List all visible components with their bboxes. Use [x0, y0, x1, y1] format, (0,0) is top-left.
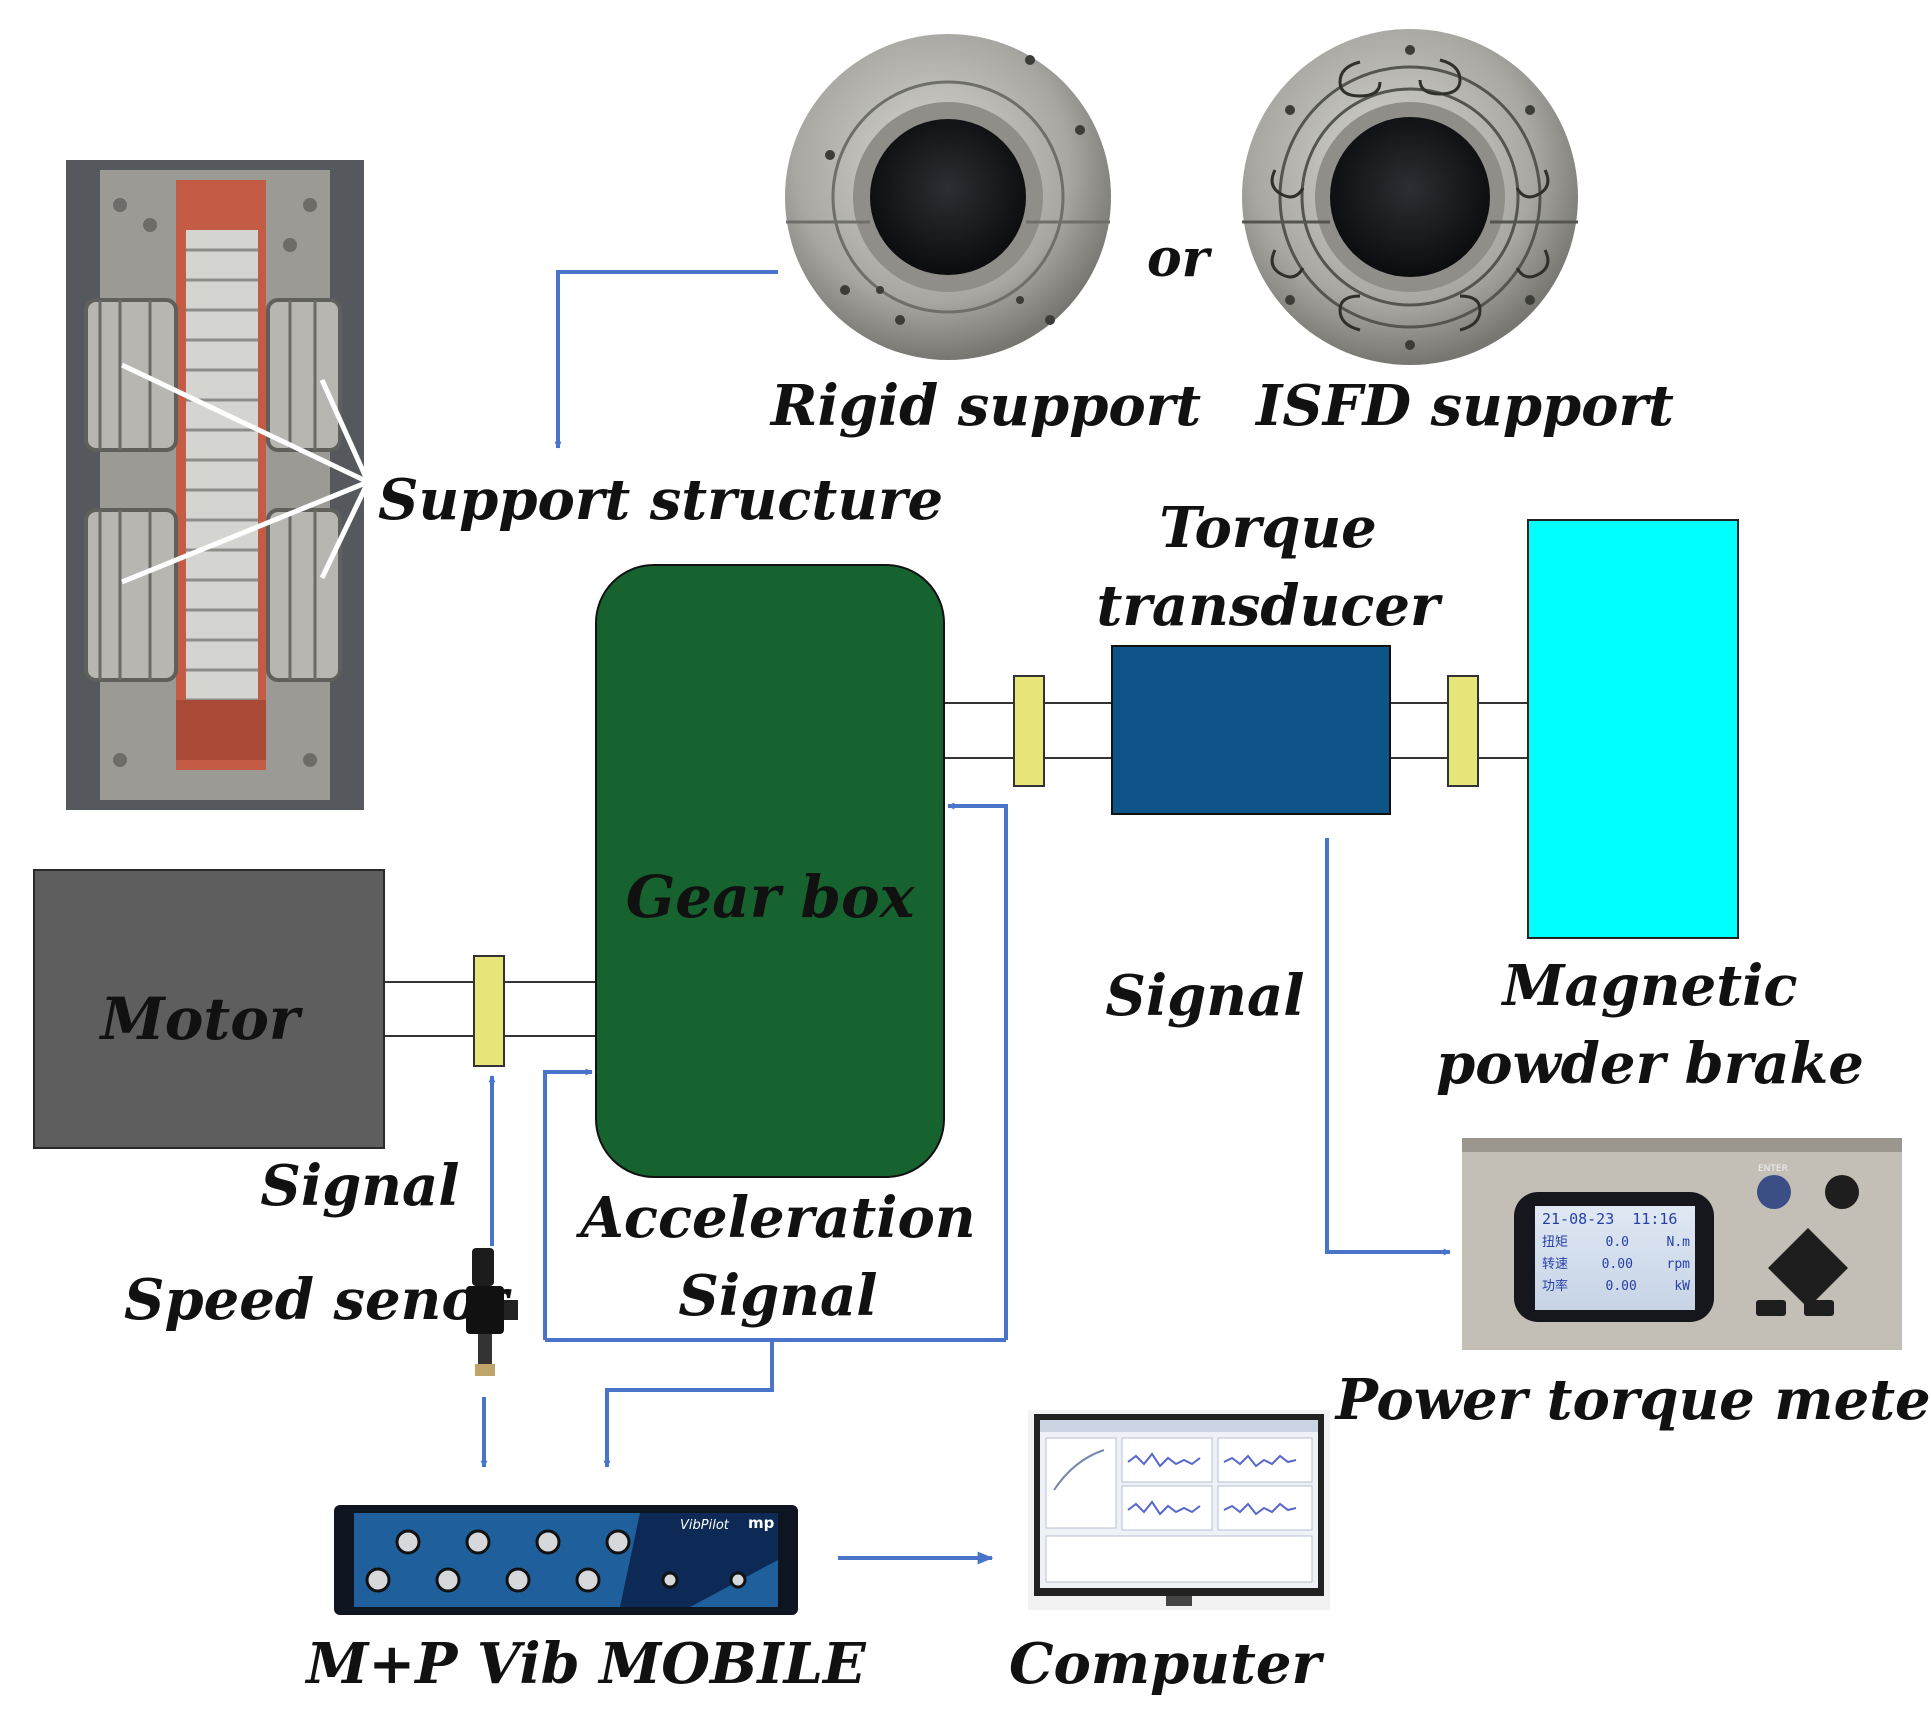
torque-transducer-block [1111, 645, 1391, 815]
speed-sensor-label: Speed senor [124, 1267, 509, 1333]
meter-row-power-unit: kW [1674, 1279, 1690, 1294]
acceleration-signal-label-line2: Signal [678, 1263, 878, 1329]
isfd-support-label: ISFD support [1256, 373, 1674, 439]
support-pointer-lines [120, 362, 371, 585]
magnetic-brake-label-line2: powder brake [1436, 1031, 1864, 1097]
gearbox-photo [66, 160, 371, 810]
torque-transducer-label-line2: transducer [1096, 573, 1440, 639]
computer-label: Computer [1008, 1631, 1322, 1697]
computer-photo [1028, 1410, 1330, 1610]
gear-box-label: Gear box [625, 863, 915, 931]
power-torque-meter-label: Power torque meter [1335, 1367, 1931, 1433]
meter-row-speed-unit: rpm [1666, 1257, 1690, 1272]
meter-row-torque-unit: N.m [1666, 1235, 1690, 1250]
daq-label: M+P Vib MOBILE [306, 1631, 866, 1697]
coupling-brake [1447, 675, 1479, 787]
magnetic-brake-block [1527, 519, 1739, 939]
magnetic-brake-label-line1: Magnetic [1502, 953, 1798, 1019]
daq-logo: mp [748, 1514, 775, 1532]
meter-row-torque-value: 0.0 [1605, 1235, 1629, 1250]
daq-device-photo [334, 1505, 798, 1615]
meter-row-power: 功率 0.00 kW [1542, 1276, 1690, 1298]
meter-datetime: 21-08-23 11:16 [1542, 1210, 1678, 1228]
isfd-support-photo [1242, 29, 1578, 365]
daq-brand: VibPilot [680, 1518, 729, 1533]
meter-row-power-name: 功率 [1542, 1279, 1569, 1294]
signal-motor-label: Signal [260, 1153, 460, 1219]
motor-label: Motor [100, 985, 300, 1053]
meter-row-torque-name: 扭矩 [1542, 1235, 1569, 1250]
coupling-gearbox [1013, 675, 1045, 787]
meter-row-power-value: 0.00 [1605, 1279, 1637, 1294]
gearbox-block [595, 564, 945, 1178]
meter-row-speed: 转速 0.00 rpm [1542, 1254, 1690, 1276]
power-torque-meter-photo [1462, 1138, 1902, 1350]
acceleration-signal-label-line1: Acceleration [580, 1185, 976, 1251]
meter-readings: 扭矩 0.0 N.m 转速 0.00 rpm 功率 0.00 kW [1542, 1232, 1690, 1298]
meter-row-torque: 扭矩 0.0 N.m [1542, 1232, 1690, 1254]
or-label: or [1146, 228, 1210, 289]
meter-row-speed-value: 0.00 [1601, 1257, 1633, 1272]
arrow-accel-to-gearbox-left [543, 1068, 593, 1340]
torque-transducer-label-line1: Torque [1159, 495, 1377, 561]
rigid-support-label: Rigid support [770, 373, 1202, 439]
support-structure-label: Support structure [378, 467, 944, 533]
rigid-support-photo [785, 34, 1111, 360]
motor-block [33, 869, 385, 1149]
meter-row-speed-name: 转速 [1542, 1257, 1569, 1272]
signal-torque-label: Signal [1105, 963, 1305, 1029]
arrow-torque-to-meter [1325, 838, 1451, 1256]
arrow-accel-to-gearbox-right [947, 802, 1008, 1340]
speed-sensor-icon [466, 1248, 518, 1376]
coupling-motor [473, 955, 505, 1067]
arrow-accel-to-daq [603, 1340, 774, 1468]
arrow-rigid-to-structure [554, 270, 778, 449]
meter-enter-label: ENTER [1758, 1164, 1788, 1174]
